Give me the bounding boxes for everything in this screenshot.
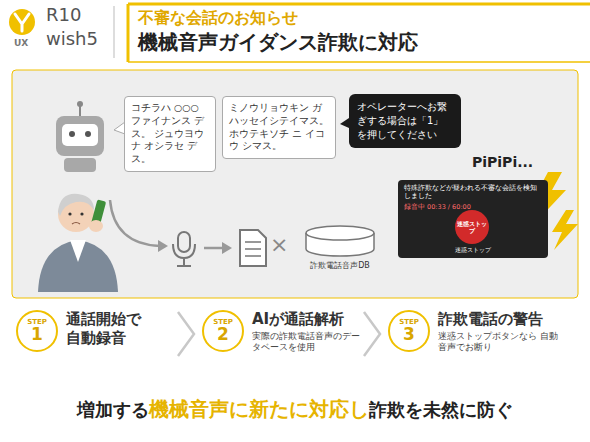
step-number: 2: [217, 326, 229, 343]
tagline-highlight: 機械音声に新たに対応し: [149, 396, 369, 423]
document-lines: [245, 242, 261, 256]
step-circle: STEP3: [388, 310, 430, 352]
illustration-panel: [12, 70, 578, 298]
database-cylinder: [288, 224, 392, 258]
flow-arrow: [204, 247, 224, 250]
tagline: 増加する機械音声に新たに対応し詐欺を未然に防ぐ: [0, 396, 590, 423]
divider: [114, 6, 115, 58]
logo-text: UX: [14, 38, 28, 48]
man-eye: [80, 212, 83, 215]
logo-mark: [15, 14, 29, 31]
step-number: STEP: [27, 319, 47, 326]
phone-screen: 特殊詐欺などが疑われる不審な会話を検知しました録音中 00:33 / 60:00…: [398, 180, 548, 258]
man-body: [38, 240, 118, 292]
step-body: 通話開始で 自動録音: [66, 310, 146, 348]
robot-antenna: [77, 101, 83, 107]
mic-icon: [173, 244, 195, 266]
step-description: 実際の詐欺電話音声のデータベースを使用: [252, 331, 360, 354]
alert-sound: PiPiPi...: [472, 154, 533, 170]
frame-line: [128, 3, 590, 6]
document-icon: [240, 230, 266, 266]
step-circle: STEP2: [202, 310, 244, 352]
step-circle: STEP1: [16, 310, 58, 352]
title-box-text: 機械音声ガイダンス詐欺に対応: [138, 29, 578, 55]
logo: [9, 9, 35, 35]
robot-head: [56, 116, 104, 156]
database-text: 詐欺電話音声DB: [288, 260, 392, 271]
frame-line: [128, 61, 590, 63]
step-body: AIが通話解析実際の詐欺電話音声のデータベースを使用: [252, 310, 360, 354]
speech-bubble: オペレーターへお繋ぎする場合は「1」を押してください: [349, 94, 461, 148]
stop-button-text: 迷惑ストップ: [457, 220, 487, 234]
tagline-text: 詐欺を未然に防ぐ: [369, 398, 513, 422]
model-name: wish5: [46, 28, 98, 49]
step-item: STEP1通話開始で 自動録音: [16, 310, 176, 352]
stop-button: 迷惑ストップ: [455, 210, 489, 244]
step-body: 詐欺電話の警告迷惑ストップボタンなら 自動音声でお断り: [438, 310, 558, 354]
robot-face: [62, 124, 98, 146]
step-item: STEP3詐欺電話の警告迷惑ストップボタンなら 自動音声でお断り: [388, 310, 578, 354]
frame-line: [127, 4, 130, 62]
robot-eye: [69, 131, 75, 137]
step-description: 迷惑ストップボタンなら 自動音声でお断り: [438, 331, 558, 354]
speech-bubble-text: オペレーターへお繋ぎする場合は「1」を押してください: [357, 100, 453, 142]
robot-body: [64, 158, 96, 172]
arrow-head: [222, 242, 232, 254]
phone-screen-text: 迷惑ストップ: [398, 246, 548, 255]
step-number: STEP: [399, 319, 419, 326]
speech-bubble-text: ミノウリョウキン ガ ハッセイシテイマス。 ホウテキソチ ニ イコウ シマス。: [229, 102, 329, 153]
arrow-head: [158, 240, 168, 252]
man-hand: [89, 220, 103, 232]
times-sign: ×: [270, 232, 288, 257]
robot-eye: [85, 131, 91, 137]
step-item: STEP2AIが通話解析実際の詐欺電話音声のデータベースを使用: [202, 310, 364, 354]
database-top: [306, 226, 374, 240]
mic-icon: [178, 232, 190, 252]
alert-bolt: [552, 210, 578, 250]
man-eye: [68, 212, 71, 215]
flow-arrow: [110, 200, 160, 246]
phone-screen-text: 特殊詐欺などが疑われる不審な会話を検知しました: [404, 184, 542, 201]
step-number: 3: [403, 326, 415, 343]
title-box: 不審な会話のお知らせ機械音声ガイダンス詐欺に対応: [138, 8, 578, 55]
speech-bubble: ミノウリョウキン ガ ハッセイシテイマス。 ホウテキソチ ニ イコウ シマス。: [222, 96, 336, 159]
step-chevron: [364, 312, 380, 356]
robot-antenna: [79, 106, 81, 116]
step-title: 詐欺電話の警告: [438, 310, 558, 329]
step-number: 1: [31, 326, 43, 343]
model-name: R10: [46, 4, 81, 25]
step-chevron: [178, 312, 194, 356]
title-box-text: 不審な会話のお知らせ: [138, 8, 578, 29]
step-number: STEP: [213, 319, 233, 326]
man-hair: [58, 194, 94, 216]
bubble-tail: [340, 118, 349, 128]
man-mouth: [72, 223, 80, 225]
speech-bubble-text: コチラハ ○○○ ファイナンス デス。 ジュウヨウ ナ オシラセ デス。: [131, 102, 209, 166]
database: 詐欺電話音声DB: [288, 224, 392, 271]
speech-bubble: コチラハ ○○○ ファイナンス デス。 ジュウヨウ ナ オシラセ デス。: [124, 96, 216, 172]
step-title: 通話開始で 自動録音: [66, 310, 146, 348]
tagline-text: 増加する: [77, 398, 149, 422]
man-shirt: [70, 240, 86, 262]
step-title: AIが通話解析: [252, 310, 360, 329]
